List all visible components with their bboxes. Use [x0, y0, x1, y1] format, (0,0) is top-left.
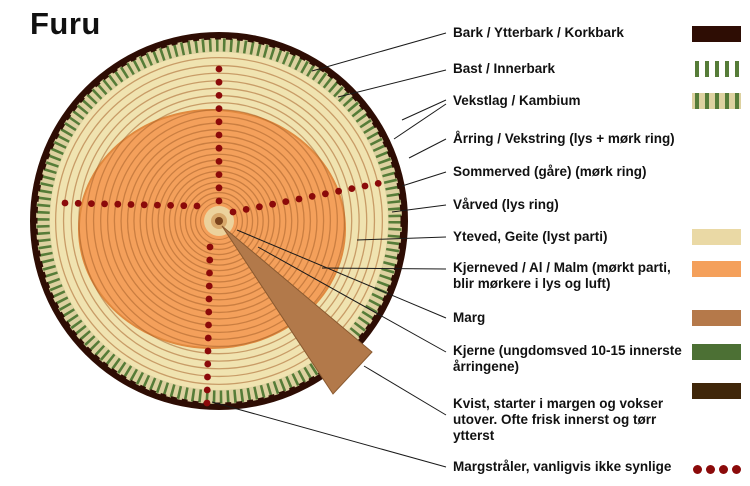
- label-vekstlag: Vekstlag / Kambium: [453, 93, 581, 108]
- label-aarring: Årring / Vekstring (lys + mørk ring): [453, 131, 675, 146]
- annual-rings: [54, 56, 384, 386]
- label-marg: Marg: [453, 310, 486, 325]
- margstraale-dot: [693, 464, 702, 474]
- label-kjerne: Kjerne (ungdomsved 10-15 innerste årring…: [453, 343, 682, 375]
- label-bast: Bast / Innerbark: [453, 61, 556, 76]
- label-bark: Bark / Ytterbark / Korkbark: [453, 25, 624, 40]
- label-yteved: Yteved, Geite (lyst parti): [453, 229, 608, 244]
- page-title: Furu: [30, 6, 101, 41]
- kvist-wedge: [221, 225, 373, 395]
- swatch-bast: [692, 61, 741, 77]
- swatch-kvist: [692, 383, 741, 399]
- swatch-yteved: [692, 229, 741, 245]
- swatch-bark: [692, 26, 741, 42]
- margstraale-dot: [706, 464, 715, 474]
- swatch-kjerneved: [692, 261, 741, 277]
- label-vaarved: Vårved (lys ring): [453, 197, 559, 212]
- margstraale-dot: [732, 464, 741, 474]
- label-kvist: Kvist, starter i margen og vokser utover…: [453, 396, 664, 444]
- leader-lines: [211, 32, 447, 468]
- swatch-margstraaler-dots: [693, 463, 745, 475]
- label-kjerneved: Kjerneved / Al / Malm (mørkt parti, blir…: [453, 260, 671, 292]
- marg-center: [204, 206, 234, 236]
- margstraaler-dots: [61, 65, 382, 407]
- label-margstraaler: Margstråler, vanligvis ikke synlige: [453, 459, 672, 474]
- swatch-vekstlag: [692, 93, 741, 109]
- label-sommerved: Sommerved (gåre) (mørk ring): [453, 164, 647, 179]
- margstraale-dot: [719, 464, 728, 474]
- swatch-kjerne: [692, 344, 741, 360]
- swatch-marg: [692, 310, 741, 326]
